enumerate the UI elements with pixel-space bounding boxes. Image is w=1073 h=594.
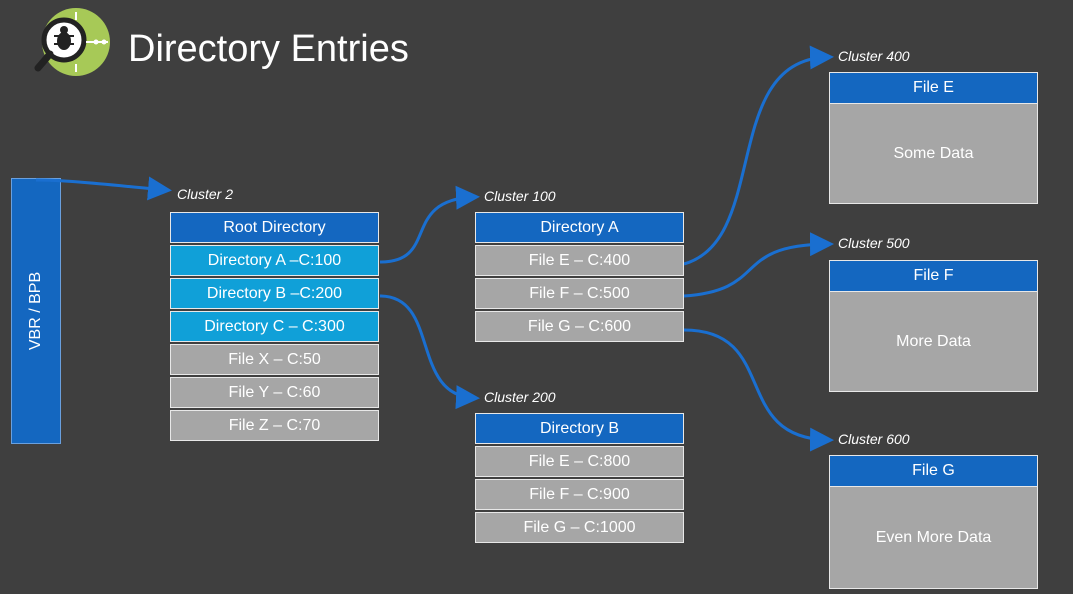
file-e-body: Some Data: [829, 104, 1038, 204]
arrow-vbr-to-root: [35, 176, 172, 201]
directory-b-header: Directory B: [475, 413, 684, 444]
file-f-header: File F: [829, 260, 1038, 292]
cluster-100-label: Cluster 100: [484, 188, 556, 204]
file-g-header: File G: [829, 455, 1038, 487]
file-g-data-block: File G Even More Data: [829, 455, 1038, 589]
cluster-2-label: Cluster 2: [177, 186, 234, 202]
root-entry-directory-a: Directory A –C:100: [170, 245, 379, 276]
directory-b-entry-file-f: File F – C:900: [475, 479, 684, 510]
file-g-body: Even More Data: [829, 487, 1038, 589]
arrow-dirB-to-cluster200: [379, 294, 480, 410]
arrow-fileF-to-cluster500: [683, 232, 834, 298]
file-e-data-block: File E Some Data: [829, 72, 1038, 204]
directory-a-entry-file-f: File F – C:500: [475, 278, 684, 309]
root-entry-file-y: File Y – C:60: [170, 377, 379, 408]
file-f-data-block: File F More Data: [829, 260, 1038, 392]
arrow-dirA-to-cluster100: [379, 185, 480, 264]
root-directory-block: Root Directory Directory A –C:100 Direct…: [170, 212, 379, 443]
cluster-500-label: Cluster 500: [838, 235, 910, 251]
cluster-200-label: Cluster 200: [484, 389, 556, 405]
directory-a-entry-file-g: File G – C:600: [475, 311, 684, 342]
root-entry-directory-b: Directory B –C:200: [170, 278, 379, 309]
root-entry-file-z: File Z – C:70: [170, 410, 379, 441]
directory-a-block: Directory A File E – C:400 File F – C:50…: [475, 212, 684, 344]
root-entry-directory-c: Directory C – C:300: [170, 311, 379, 342]
directory-b-entry-file-g: File G – C:1000: [475, 512, 684, 543]
cluster-400-label: Cluster 400: [838, 48, 910, 64]
arrow-fileE-to-cluster400: [683, 45, 834, 266]
vbr-bpb-block: VBR / BPB: [11, 178, 61, 444]
directory-a-entry-file-e: File E – C:400: [475, 245, 684, 276]
page-title: Directory Entries: [128, 28, 409, 70]
magnifier-bug-icon: [34, 6, 114, 78]
cluster-600-label: Cluster 600: [838, 431, 910, 447]
directory-b-block: Directory B File E – C:800 File F – C:90…: [475, 413, 684, 545]
directory-a-header: Directory A: [475, 212, 684, 243]
file-f-body: More Data: [829, 292, 1038, 392]
directory-b-entry-file-e: File E – C:800: [475, 446, 684, 477]
file-e-header: File E: [829, 72, 1038, 104]
root-entry-file-x: File X – C:50: [170, 344, 379, 375]
root-directory-header: Root Directory: [170, 212, 379, 243]
arrow-fileG-to-cluster600: [683, 328, 834, 452]
